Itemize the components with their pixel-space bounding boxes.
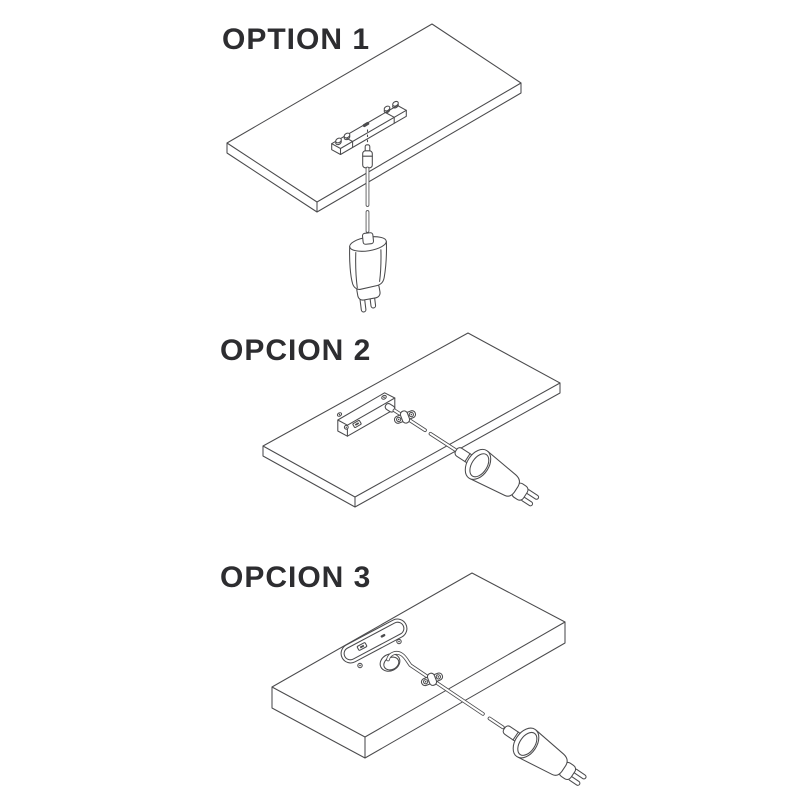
option-1-title: OPTION 1 xyxy=(222,23,371,56)
side-port-slot xyxy=(354,422,360,426)
slot-port xyxy=(356,642,368,651)
charging-port xyxy=(362,121,370,128)
slot-led xyxy=(380,633,386,638)
power-cable-2b xyxy=(428,431,458,453)
shelf-panel-1 xyxy=(226,23,522,213)
option-2-figure xyxy=(262,332,561,517)
power-adapter-1 xyxy=(349,232,387,313)
option-3-title: OPCION 3 xyxy=(220,561,372,594)
power-adapter-3 xyxy=(494,714,593,796)
power-cable-3 xyxy=(386,651,485,716)
side-port xyxy=(352,419,362,429)
cable-hole xyxy=(379,653,401,672)
mounting-screws xyxy=(336,394,387,430)
power-adapter-2 xyxy=(446,435,546,517)
option-3-figure xyxy=(271,572,593,796)
usb-plug xyxy=(361,232,375,245)
power-cable-3b xyxy=(487,716,505,730)
end-cap-screws xyxy=(335,100,399,146)
recessed-slot xyxy=(340,618,408,664)
light-bar-1 xyxy=(331,100,407,156)
slot-port-slot xyxy=(359,644,365,649)
option-2-title: OPCION 2 xyxy=(220,334,372,367)
shelf-panel-3 xyxy=(271,572,566,759)
panel-screws-3 xyxy=(357,638,402,669)
option-1-figure xyxy=(226,23,522,313)
